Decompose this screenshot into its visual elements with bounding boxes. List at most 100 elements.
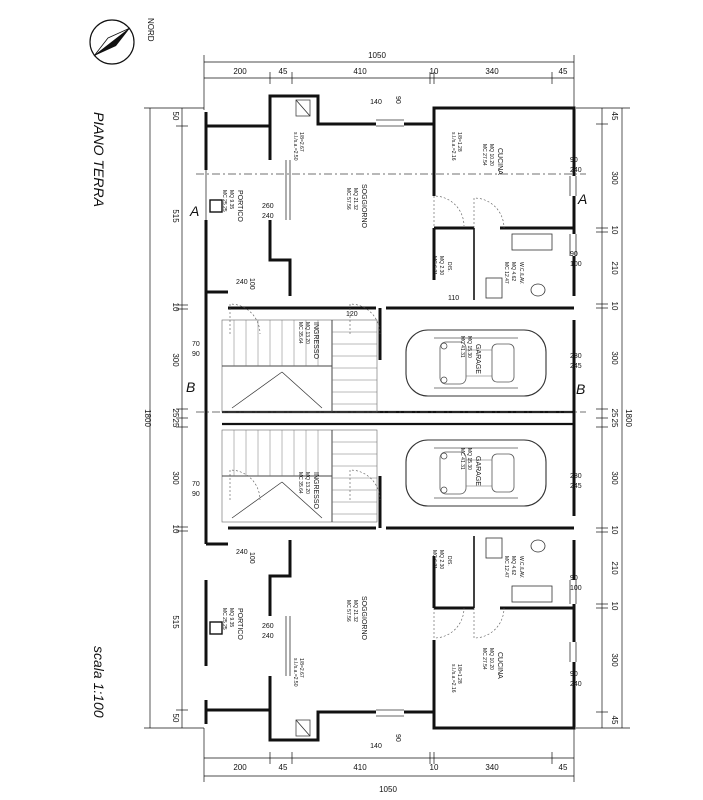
room-mq: MQ 10.20 [488,648,494,670]
room-mq: MQ 9.35 [228,608,234,627]
room-mq: MQ 21.32 [352,600,358,622]
room-garage-top: GARAGE MQ 15.30 MC 41.31 [459,336,481,374]
dim-left-8: 10 [171,525,180,534]
room-name: DIS. [446,262,452,272]
kitchen-window-w: 90 [570,157,578,164]
dim-right-total: 1800 [624,409,633,427]
section-lines [196,173,586,413]
room-mc: MC 41.31 [459,448,465,470]
dim-bottom-small-1: 140 [370,743,382,750]
section-a-left: A [189,203,199,219]
dim-right-6: 300 [610,351,619,365]
dim-left-6: 25 [171,419,180,428]
room-name: CUCINA [496,148,503,175]
dim-left-total: 1800 [143,409,152,427]
room-mq: MQ 10.20 [488,144,494,166]
dimensions-bottom [203,728,575,782]
room-mq: MQ 4.62 [510,556,516,575]
dim-top-1: 200 [233,67,247,76]
compass-circle-icon [89,19,135,65]
room-portico-top: PORTICO MQ 9.35 MC 25.25 [221,190,243,222]
dim-right-14: 45 [610,716,619,725]
bath-window-w-b: 90 [570,575,578,582]
dim-top-5: 340 [485,67,499,76]
pillar-bottom [209,621,223,635]
bath-window-h-b: 100 [570,585,582,592]
dim-top-6: 45 [559,67,568,76]
room-wc-bottom: W.C./LAV. MQ 4.62 MC 12.47 [503,556,524,578]
stair-top-dim: 120 [346,311,358,318]
dim-bottom-3: 410 [353,763,367,772]
sill-soggiorno-b1: s.l./s.a.=2.50 [292,658,298,687]
room-soggiorno-top: SOGGIORNO MQ 21.32 MC 57.56 [345,184,367,229]
room-mq: MQ 21.32 [352,188,358,210]
room-mc: MC 35.64 [297,322,303,344]
north-arrow: NORD [89,18,155,65]
dim-bottom-4: 10 [430,763,439,772]
room-mc: MC 12.47 [503,262,509,284]
sill-cucina-2: 1/8=1.28 [456,132,462,152]
dim-left-5: 25 [171,409,180,418]
room-name: W.C./LAV. [518,556,524,578]
dim-right-2: 300 [610,171,619,185]
dim-bottom-small-2: 90 [394,734,401,742]
dim-bottom-6: 45 [559,763,568,772]
room-mc: MC 27.54 [481,144,487,166]
dim-left-9: 515 [171,615,180,629]
room-soggiorno-bottom: SOGGIORNO MQ 21.32 MC 57.56 [345,596,367,641]
dim-right-4: 210 [610,261,619,275]
room-ingresso-top: INGRESSO MQ 13.20 MC 35.64 [297,322,319,360]
entry-door-w: 70 [192,341,200,348]
kitchen-window-h: 240 [570,167,582,174]
room-labels: SOGGIORNO MQ 21.32 MC 57.56 SOGGIORNO MQ… [221,144,524,679]
dim-right-7: 25 [610,409,619,418]
dim-top-3: 410 [353,67,367,76]
sill-notes: s.l./s.a.=2.50 1/8=2.67 s.l./s.a.=2.50 1… [292,132,462,693]
dimensions-right [576,107,630,729]
room-name: CUCINA [496,652,503,679]
entry-door-w-b: 70 [192,481,200,488]
dim-top-small-1: 140 [370,99,382,106]
dimensions-left [144,107,204,729]
room-name: PORTICO [236,190,243,222]
room-name: SOGGIORNO [360,184,367,229]
room-mc: MC 25.25 [221,190,227,212]
kitchen-window-w-b: 90 [570,671,578,678]
walls [204,94,576,742]
sill-cucina-1: s.l./s.a.=2.16 [450,132,456,161]
porch-door-h: 240 [236,279,248,286]
room-mc: MC 41.31 [459,336,465,358]
pillar-top [209,199,223,213]
entry-door-h: 90 [192,351,200,358]
dimensions-top [203,55,575,110]
north-label: NORD [146,18,155,42]
room-mq: MQ 15.30 [466,448,472,470]
window-lines [205,99,577,737]
dim-left-1: 50 [171,112,180,121]
section-b-right: B [576,381,585,397]
room-mc: MC 27.54 [481,648,487,670]
dim-top-total: 1050 [368,51,386,60]
dim-right-12: 10 [610,602,619,611]
dim-left-10: 50 [171,714,180,723]
garage-door-h-b: 245 [570,483,582,490]
dim-right-5: 10 [610,302,619,311]
room-mc: MC 25.25 [221,608,227,630]
plan-title: PIANO TERRA [91,112,107,207]
dim-top-4: 10 [430,67,439,76]
dim-bottom-5: 340 [485,763,499,772]
sill-soggiorno-1: s.l./s.a.=2.50 [292,132,298,161]
room-mc: MC 35.64 [297,472,303,494]
dim-right-3: 10 [610,226,619,235]
room-mq: MQ 2.30 [438,550,444,569]
sill-soggiorno-2: 1/8=2.67 [298,132,304,152]
dim-right-8: 25 [610,419,619,428]
room-dis-bottom: DIS. MQ 2.30 MC 6.21 [431,550,452,569]
garage-door-w-b: 230 [570,473,582,480]
dim-left-3: 10 [171,303,180,312]
room-mq: MQ 9.35 [228,190,234,209]
garage-door-h: 245 [570,363,582,370]
room-name: GARAGE [474,456,481,486]
room-name: W.C./LAV. [518,262,524,284]
